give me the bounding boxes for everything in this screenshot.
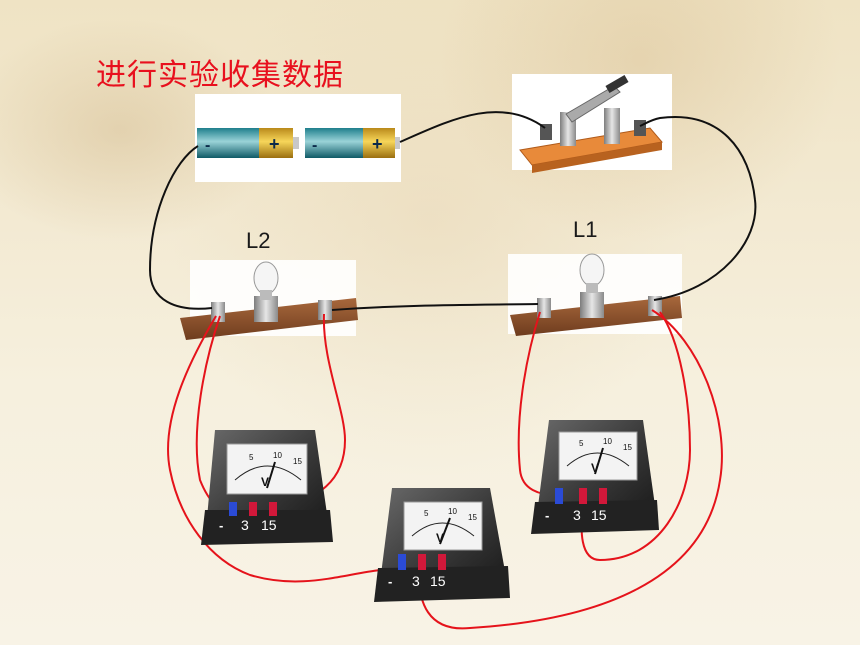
lamp-l2-label: L2 [246, 228, 271, 253]
battery-cell-left: - + [197, 128, 299, 158]
voltmeter-center-label-3: 3 [412, 573, 420, 589]
voltmeter-left: V 5 10 15 - 3 15 [201, 430, 333, 545]
knife-switch [512, 74, 672, 173]
battery-plus-left: + [269, 134, 280, 154]
voltmeter-left-label-3: 3 [241, 517, 249, 533]
voltmeter-left-label-15: 15 [261, 517, 277, 533]
voltmeter-right-label-common: - [545, 508, 549, 523]
voltmeter-right-label-3: 3 [573, 507, 581, 523]
wire-l1-right-to-meter-right [580, 311, 692, 562]
page-title: 进行实验收集数据 [96, 58, 344, 93]
voltmeter-center-label-common: - [388, 574, 392, 589]
wire-l1-to-switch [639, 115, 757, 301]
wire-l1-to-meter-right [517, 311, 557, 496]
voltmeter-center-scale-10: 10 [448, 507, 457, 516]
voltmeter-left-terminal-common[interactable] [229, 502, 237, 516]
wire-l2-to-l1 [331, 303, 539, 311]
voltmeter-left-scale-15: 15 [293, 457, 302, 466]
battery-minus-right: - [312, 137, 317, 154]
voltmeter-left-scale-5: 5 [249, 453, 254, 462]
voltmeter-right-label-15: 15 [591, 507, 607, 523]
lamp-l1-label: L1 [573, 217, 598, 242]
battery-plus-right: + [372, 134, 383, 154]
voltmeter-right: V 5 10 15 - 3 15 [531, 420, 659, 534]
battery-minus-left: - [205, 137, 210, 154]
lamp-l2-assembly [180, 260, 358, 340]
voltmeter-center-terminal-15[interactable] [438, 554, 446, 570]
voltmeter-center-label-15: 15 [430, 573, 446, 589]
wire-battery-to-switch [399, 111, 546, 143]
battery-cell-right: - + [305, 128, 400, 158]
voltmeter-center-scale-5: 5 [424, 509, 429, 518]
voltmeter-center-terminal-3[interactable] [418, 554, 426, 570]
voltmeter-right-unit: V [591, 461, 599, 475]
wire-l2-to-meter-center [167, 315, 381, 583]
battery-pack: - + - + [195, 94, 401, 182]
voltmeter-left-terminal-15[interactable] [269, 502, 277, 516]
voltmeter-right-scale-15: 15 [623, 443, 632, 452]
voltmeter-left-unit: V [261, 475, 269, 489]
voltmeter-right-terminal-common[interactable] [555, 488, 563, 504]
voltmeter-left-label-common: - [219, 518, 223, 533]
wire-battery-to-l2 [148, 145, 213, 310]
voltmeter-center-terminal-common[interactable] [398, 554, 406, 570]
voltmeter-right-terminal-15[interactable] [599, 488, 607, 504]
voltmeter-center-scale-15: 15 [468, 513, 477, 522]
voltmeter-left-scale-10: 10 [273, 451, 282, 460]
voltmeter-center-unit: V [436, 531, 444, 545]
lamp-l1-assembly [508, 253, 682, 336]
black-wires [148, 111, 757, 311]
voltmeter-right-scale-10: 10 [603, 437, 612, 446]
voltmeter-center: V 5 10 15 - 3 15 [374, 488, 510, 602]
wire-l1-to-meter-center [418, 309, 723, 630]
voltmeter-right-scale-5: 5 [579, 439, 584, 448]
voltmeter-right-terminal-3[interactable] [579, 488, 587, 504]
voltmeter-left-terminal-3[interactable] [249, 502, 257, 516]
